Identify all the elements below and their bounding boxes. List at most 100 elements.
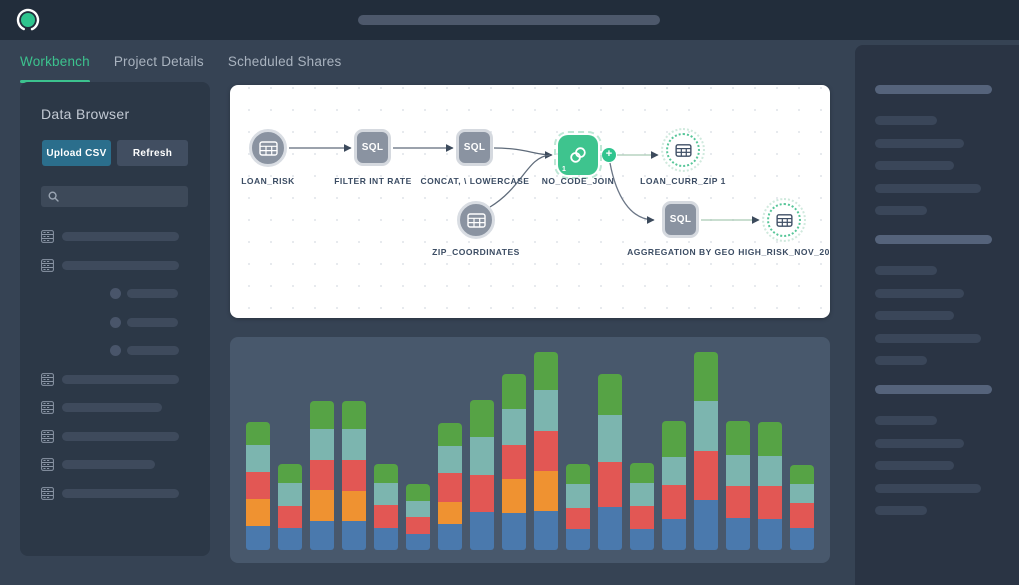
add-output-plus-button[interactable]: + xyxy=(602,148,616,162)
bar-segment-red xyxy=(278,506,302,528)
flow-node-label: NO_CODE_JOIN xyxy=(541,176,615,186)
bar-segment-green xyxy=(310,401,334,429)
stacked-bar xyxy=(470,400,494,550)
stacked-bar xyxy=(566,464,590,550)
stacked-bar xyxy=(406,484,430,550)
item-skeleton-bar xyxy=(62,460,155,469)
bar-segment-teal xyxy=(534,390,558,431)
item-skeleton-bar xyxy=(62,232,179,241)
bar-segment-green xyxy=(278,464,302,483)
bar-segment-orange xyxy=(534,471,558,511)
data-browser-item[interactable] xyxy=(20,401,210,414)
stacked-bar xyxy=(694,352,718,550)
data-browser-item[interactable] xyxy=(20,372,210,386)
flow-canvas-panel: SQL SQL 1 + SQL xyxy=(230,85,830,318)
item-skeleton-bar xyxy=(62,488,179,498)
item-skeleton-bar xyxy=(127,346,179,355)
stacked-bar-chart-panel xyxy=(230,337,830,563)
bar-segment-green xyxy=(246,422,270,445)
bar-segment-blue xyxy=(310,521,334,550)
bar-segment-orange xyxy=(310,490,334,521)
data-browser-subitem[interactable] xyxy=(20,287,210,300)
data-browser-panel: Data Browser Upload CSV Refresh xyxy=(20,82,210,556)
data-browser-subitem[interactable] xyxy=(20,316,210,329)
bar-segment-teal xyxy=(598,415,622,462)
table-icon xyxy=(258,140,278,156)
bar-segment-red xyxy=(790,503,814,528)
search-box[interactable] xyxy=(41,186,188,207)
skeleton-line-bar xyxy=(875,416,937,425)
tab-workbench[interactable]: Workbench xyxy=(20,40,90,83)
stacked-bar xyxy=(310,401,334,550)
bar-segment-blue xyxy=(534,511,558,550)
bar-segment-green xyxy=(534,352,558,390)
flow-node-label: CONCAT, \ LOWERCASE xyxy=(420,176,530,186)
flow-node-filter-int-rate[interactable]: SQL xyxy=(354,129,391,166)
skeleton-group xyxy=(875,235,1019,365)
skeleton-line-bar xyxy=(875,266,937,275)
app-logo-icon[interactable] xyxy=(15,7,41,33)
skeleton-line-bar xyxy=(875,138,964,148)
skeleton-header-bar xyxy=(875,85,992,94)
flow-node-concat-lowercase[interactable]: SQL xyxy=(456,129,493,166)
dataset-icon xyxy=(41,372,54,386)
sql-node-label: SQL xyxy=(669,214,692,225)
data-browser-item[interactable] xyxy=(20,486,210,500)
skeleton-line-bar xyxy=(875,161,954,170)
bar-segment-orange xyxy=(438,502,462,524)
stacked-bar xyxy=(342,401,366,550)
data-browser-list xyxy=(20,230,210,515)
flow-node-aggregation-by-geo[interactable]: SQL xyxy=(662,201,699,238)
data-browser-item[interactable] xyxy=(20,230,210,243)
bar-segment-teal xyxy=(342,429,366,460)
skeleton-group xyxy=(875,85,1019,215)
bar-segment-green xyxy=(470,400,494,437)
flow-node-high-risk[interactable] xyxy=(762,198,806,242)
data-browser-item[interactable] xyxy=(20,258,210,272)
bar-segment-blue xyxy=(758,519,782,550)
flow-node-label: HIGH_RISK_NOV_20 xyxy=(738,247,830,257)
bar-segment-green xyxy=(598,374,622,415)
search-input[interactable] xyxy=(64,190,179,203)
refresh-button[interactable]: Refresh xyxy=(117,140,188,166)
data-browser-item[interactable] xyxy=(20,429,210,443)
bar-segment-orange xyxy=(342,491,366,521)
flow-node-loan-curr-zip-1[interactable] xyxy=(661,128,705,172)
bar-segment-blue xyxy=(278,528,302,550)
bar-segment-blue xyxy=(598,507,622,550)
bar-segment-blue xyxy=(566,529,590,550)
bar-segment-red xyxy=(598,462,622,507)
bullet-dot-icon xyxy=(110,288,121,299)
bar-segment-blue xyxy=(662,519,686,550)
bar-segment-red xyxy=(310,460,334,490)
skeleton-line-bar xyxy=(875,311,954,320)
item-skeleton-bar xyxy=(127,317,178,327)
sql-node-label: SQL xyxy=(463,142,486,153)
flow-edges xyxy=(289,144,760,224)
tab-scheduled-shares[interactable]: Scheduled Shares xyxy=(227,54,342,69)
upload-csv-button[interactable]: Upload CSV xyxy=(42,140,111,166)
bar-segment-green xyxy=(662,421,686,457)
tab-project-details[interactable]: Project Details xyxy=(113,54,204,69)
data-browser-subitem[interactable] xyxy=(20,344,210,357)
bar-segment-orange xyxy=(502,479,526,513)
bar-segment-teal xyxy=(470,437,494,475)
flow-node-label: LOAN_CURR_ZIP 1 xyxy=(640,176,726,186)
flow-node-zip-coordinates[interactable] xyxy=(457,201,495,239)
item-skeleton-bar xyxy=(62,431,179,441)
stacked-bar xyxy=(278,464,302,550)
flow-node-no-code-join[interactable]: 1 xyxy=(554,131,602,179)
stacked-bar xyxy=(438,423,462,550)
bar-segment-teal xyxy=(310,429,334,460)
data-browser-item[interactable] xyxy=(20,458,210,471)
skeleton-line-bar xyxy=(875,483,981,493)
skeleton-line-bar xyxy=(875,438,964,448)
table-icon xyxy=(674,143,692,157)
dataset-icon xyxy=(41,458,54,471)
bar-segment-red xyxy=(758,486,782,519)
flow-node-loan-risk[interactable] xyxy=(249,129,287,167)
bar-segment-green xyxy=(630,463,654,483)
bar-segment-blue xyxy=(694,500,718,550)
bar-segment-red xyxy=(694,451,718,500)
skeleton-line-bar xyxy=(875,288,964,298)
